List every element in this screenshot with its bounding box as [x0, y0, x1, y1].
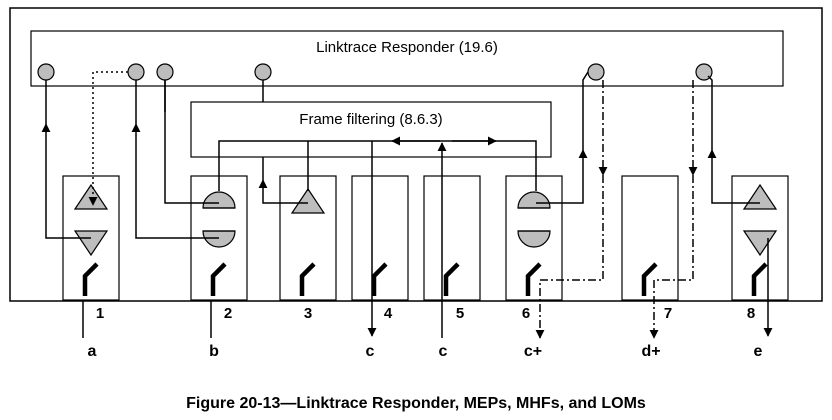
lom-symbol-1: [82, 262, 99, 296]
signal-paths-dashdot: [535, 80, 698, 339]
lom-symbol-6: [525, 262, 542, 296]
port-label-e: e: [754, 343, 763, 360]
station-number: 5: [456, 305, 464, 322]
port-label-c-plus: c+: [524, 343, 542, 360]
up-mep-triangle-3: [290, 187, 326, 214]
station-number: 7: [664, 305, 672, 322]
port-label-c: c: [439, 343, 448, 360]
down-mhf-half-circle-6: [517, 230, 551, 248]
down-mep-triangle-1: [73, 230, 109, 257]
lom-symbol-7: [641, 262, 658, 296]
station-numbers: 1 2 3 4 5 6 7 8: [96, 305, 755, 322]
station-box-4: [351, 175, 409, 301]
port-label-d-plus: d+: [641, 343, 660, 360]
signal-paths-dotted: [88, 71, 128, 206]
linktrace-responder-box: [30, 30, 784, 87]
mhf-divider-lines: [203, 207, 550, 232]
up-mhf-half-circle-6: [517, 191, 551, 209]
responder-connectors: [37, 63, 713, 81]
station-number: 4: [384, 305, 393, 322]
signal-paths-solid: [41, 71, 773, 338]
connector-circle: [587, 63, 605, 81]
station-symbols: [73, 183, 778, 257]
lom-symbol-5: [443, 262, 460, 296]
station-box-5: [423, 175, 481, 301]
lom-symbol-2: [210, 262, 227, 296]
station-box-7: [621, 175, 679, 301]
port-label-a: a: [88, 343, 97, 360]
path-1-to-responder: [41, 123, 91, 239]
station-number: 1: [96, 305, 104, 322]
up-mhf-half-circle-2: [202, 191, 236, 209]
lom-symbol-4: [371, 262, 388, 296]
connector-circle: [254, 63, 272, 81]
figure-caption: Figure 20-13—Linktrace Responder, MEPs, …: [186, 395, 646, 412]
lom-symbol-3: [299, 262, 316, 296]
port-label-b: b: [209, 343, 219, 360]
bridge-outline: [9, 7, 823, 302]
lom-symbol-8: [751, 262, 768, 296]
connector-circle: [127, 63, 145, 81]
lom-symbols: [82, 262, 768, 296]
frame-filtering-box: [190, 101, 552, 158]
station-number: 2: [224, 305, 232, 322]
station-number: 6: [522, 305, 530, 322]
station-number: 8: [747, 305, 755, 322]
connector-circle: [156, 63, 174, 81]
linktrace-responder-label: Linktrace Responder (19.6): [316, 39, 498, 56]
frame-filtering-label: Frame filtering (8.6.3): [299, 111, 442, 128]
port-label-c: c: [366, 343, 375, 360]
connector-circle: [37, 63, 55, 81]
port-labels: a b c c c+ d+ e: [88, 343, 763, 360]
station-number: 3: [304, 305, 312, 322]
